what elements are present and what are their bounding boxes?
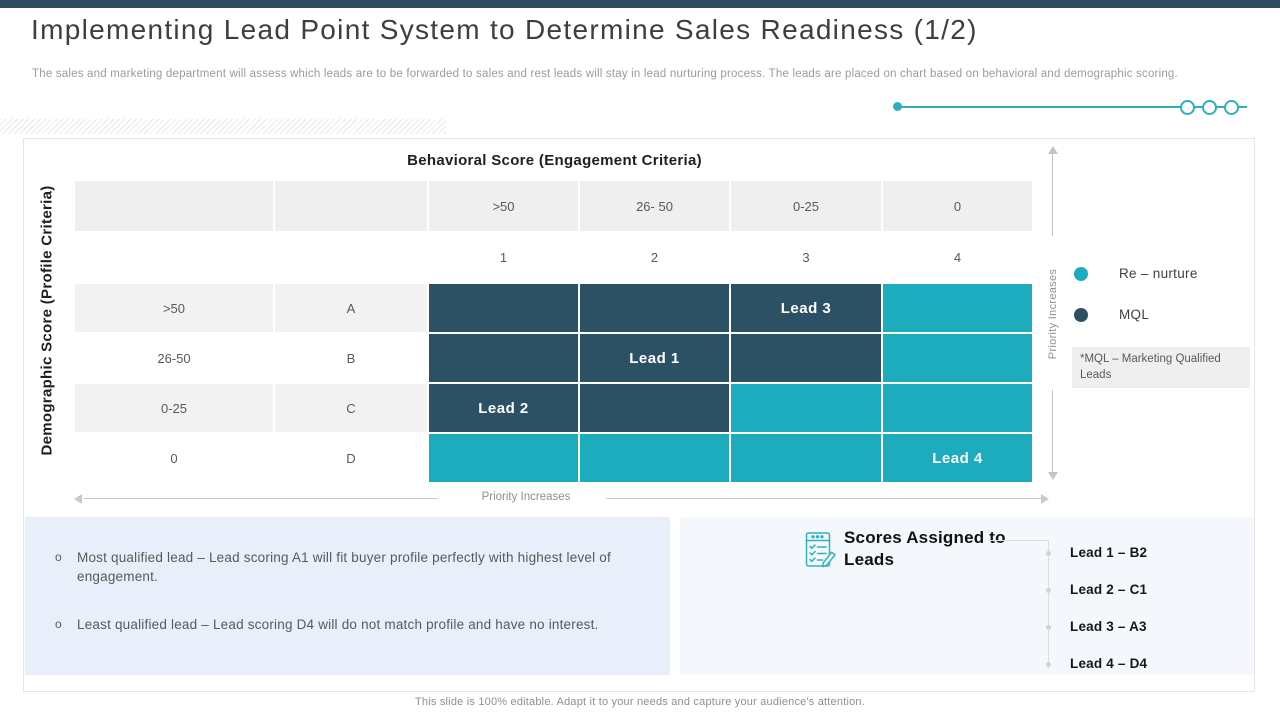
scores-connector-dot [1046,662,1051,667]
matrix-row-letter: D [275,434,427,482]
demographic-score-axis-title: Demographic Score (Profile Criteria) [38,185,56,456]
progress-start-dot [893,102,902,111]
matrix-row-range: >50 [75,284,273,332]
legend-mql-label: MQL [1119,307,1150,322]
matrix-cell-d1 [429,434,578,482]
matrix-row-range: 26-50 [75,334,273,382]
score-item-lead1: Lead 1 – B2 [1070,545,1148,560]
matrix-header-empty [75,181,273,231]
matrix-number-empty [275,233,427,282]
matrix-cell-c3 [731,384,881,432]
matrix-cell-d4: Lead 4 [883,434,1032,482]
scores-panel-title: Scores Assigned to Leads [844,528,1006,570]
legend-mql-dot-icon [1074,308,1088,322]
bullet-item: o Most qualified lead – Lead scoring A1 … [55,549,633,587]
mql-note: *MQL – Marketing Qualified Leads [1072,347,1250,389]
scores-connector-dot [1046,625,1051,630]
matrix-cell-b3 [731,334,881,382]
score-item-lead2: Lead 2 – C1 [1070,582,1148,597]
bullet-item: o Least qualified lead – Lead scoring D4… [55,616,633,635]
key-points-box: o Most qualified lead – Lead scoring A1 … [25,517,670,675]
matrix-row-range: 0 [75,434,273,482]
matrix-cell-a1 [429,284,578,332]
arrow-right-icon [1041,494,1049,504]
matrix-cell-a4 [883,284,1032,332]
legend-renurture-label: Re – nurture [1119,266,1198,281]
matrix-cell-a2 [580,284,729,332]
matrix-cell-d3 [731,434,881,482]
matrix-col-range: 26- 50 [580,181,729,231]
vertical-arrow-line [1052,390,1053,474]
bullet-marker: o [55,550,62,564]
legend-renurture-dot-icon [1074,267,1088,281]
matrix-number-empty [75,233,273,282]
progress-circle-icon [1202,100,1217,115]
top-accent-bar [0,0,1280,8]
scores-connector-line [1048,540,1049,669]
priority-increases-vertical-label: Priority Increases [1047,268,1059,360]
matrix-cell-a3: Lead 3 [731,284,881,332]
arrow-left-icon [74,494,82,504]
page-title: Implementing Lead Point System to Determ… [31,14,978,45]
hatch-decoration [0,119,446,134]
bullet-text: Most qualified lead – Lead scoring A1 wi… [77,550,611,584]
horizontal-arrow-line [84,498,438,499]
matrix-cell-b4 [883,334,1032,382]
vertical-arrow-line [1052,153,1053,236]
progress-circle-icon [1180,100,1195,115]
horizontal-arrow-line [606,498,1042,499]
progress-line [897,106,1247,108]
progress-circle-icon [1224,100,1239,115]
matrix-cell-c2 [580,384,729,432]
checklist-pencil-icon [800,530,838,575]
priority-increases-horizontal-label: Priority Increases [481,491,571,503]
matrix-col-range: 0 [883,181,1032,231]
behavioral-score-axis-title: Behavioral Score (Engagement Criteria) [407,152,702,169]
score-item-lead3: Lead 3 – A3 [1070,619,1147,634]
matrix-header-empty [275,181,427,231]
arrow-up-icon [1048,146,1058,154]
matrix-cell-c1: Lead 2 [429,384,578,432]
matrix-row-range: 0-25 [75,384,273,432]
matrix-cell-c4 [883,384,1032,432]
slide-subtitle: The sales and marketing department will … [32,68,1178,80]
matrix-col-range: 0-25 [731,181,881,231]
matrix-col-number: 3 [802,250,810,265]
matrix-col-number: 4 [953,250,962,265]
bullet-text: Least qualified lead – Lead scoring D4 w… [77,617,599,632]
footer-note: This slide is 100% editable. Adapt it to… [415,696,865,708]
arrow-down-icon [1048,472,1058,480]
lead-scoring-matrix: >50 26- 50 0-25 0 1 2 3 4 >50 A Lead 3 2… [75,181,1032,482]
matrix-cell-b1 [429,334,578,382]
scores-assigned-panel: Scores Assigned to Leads Lead 1 – B2 Lea… [680,517,1254,675]
matrix-col-number: 2 [650,250,659,265]
matrix-row-letter: A [275,284,427,332]
matrix-col-range: >50 [429,181,578,231]
matrix-cell-d2 [580,434,729,482]
score-item-lead4: Lead 4 – D4 [1070,656,1148,671]
matrix-row-letter: C [275,384,427,432]
scores-connector-dot [1046,551,1051,556]
bullet-marker: o [55,617,62,631]
scores-connector-line [988,540,1048,541]
matrix-col-number: 1 [499,250,508,265]
matrix-row-letter: B [275,334,427,382]
scores-connector-dot [1046,588,1051,593]
matrix-cell-b2: Lead 1 [580,334,729,382]
